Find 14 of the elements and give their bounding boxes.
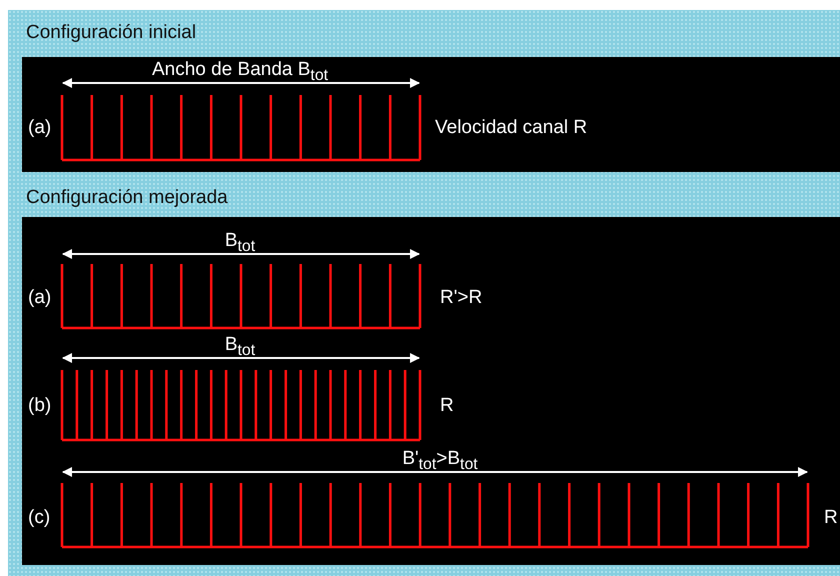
dimension-label: B$_{tot}$ xyxy=(224,230,256,257)
section-heading: Configuración inicial xyxy=(26,22,196,44)
section-heading: Configuración mejorada xyxy=(26,187,228,209)
channel-rate-label: R'>R xyxy=(440,287,482,309)
channel-rate-label: Velocidad canal R xyxy=(435,117,588,139)
row-label: (c) xyxy=(28,507,50,529)
dimension-label: B'$_{tot}$>B$_{tot}$ xyxy=(402,448,478,475)
dimension-label: B$_{tot}$ xyxy=(224,334,256,361)
row-label: (a) xyxy=(28,117,52,139)
row-label: (a) xyxy=(28,287,52,309)
dimension-label: Ancho de Banda B$_{tot}$ xyxy=(152,59,328,86)
channel-rate-label: R xyxy=(824,507,838,529)
row-label: (b) xyxy=(28,395,52,417)
channel-rate-label: R xyxy=(440,395,454,417)
